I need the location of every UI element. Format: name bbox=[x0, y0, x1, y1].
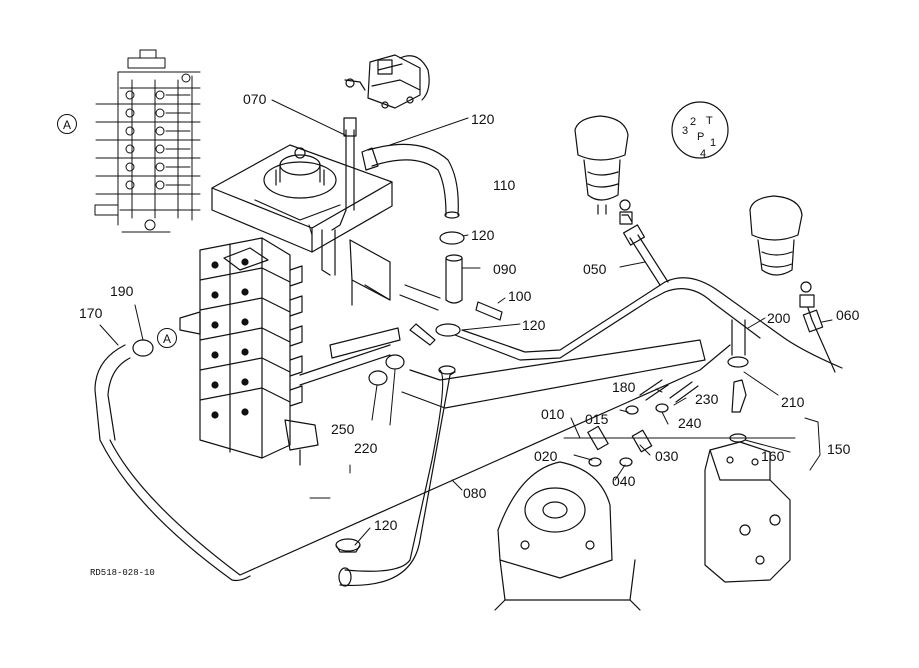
plug-100 bbox=[476, 302, 502, 320]
label-015: 015 bbox=[585, 411, 609, 427]
hose-main bbox=[400, 278, 842, 368]
label-070: 070 bbox=[243, 91, 267, 107]
label-030: 030 bbox=[655, 448, 679, 464]
marker-a-mid: A bbox=[157, 328, 177, 348]
label-190: 190 bbox=[110, 283, 134, 299]
label-210: 210 bbox=[781, 394, 805, 410]
label-100: 100 bbox=[508, 288, 532, 304]
swivel-joint bbox=[705, 380, 790, 582]
hydraulic-pump bbox=[495, 462, 640, 610]
label-240: 240 bbox=[678, 415, 702, 431]
label-050: 050 bbox=[583, 261, 607, 277]
hose-080 bbox=[339, 340, 705, 586]
solenoid-valve bbox=[345, 55, 429, 108]
label-090: 090 bbox=[493, 261, 517, 277]
label-160: 160 bbox=[761, 448, 785, 464]
label-180: 180 bbox=[612, 379, 636, 395]
label-120-a: 120 bbox=[471, 111, 495, 127]
label-060: 060 bbox=[836, 307, 860, 323]
hose-110 bbox=[362, 144, 459, 218]
port-3: 3 bbox=[682, 125, 689, 137]
label-120-d: 120 bbox=[374, 517, 398, 533]
label-110: 110 bbox=[493, 177, 516, 193]
label-080: 080 bbox=[463, 485, 487, 501]
label-120-b: 120 bbox=[471, 227, 495, 243]
schematic-inset bbox=[95, 50, 200, 232]
marker-a-top: A bbox=[57, 114, 77, 134]
label-170: 170 bbox=[79, 305, 103, 321]
label-020: 020 bbox=[534, 448, 558, 464]
pilot-valve-left bbox=[575, 116, 632, 224]
label-220: 220 bbox=[354, 440, 378, 456]
clamp-120-top bbox=[440, 232, 464, 244]
port-t: T bbox=[706, 115, 713, 127]
label-040: 040 bbox=[612, 473, 636, 489]
manifold-plate bbox=[212, 145, 400, 385]
fittings-180-230 bbox=[640, 380, 698, 402]
clamps-250-220 bbox=[369, 355, 404, 385]
clamp-190 bbox=[133, 340, 153, 356]
port-1: 1 bbox=[710, 137, 717, 149]
label-200: 200 bbox=[767, 310, 791, 326]
dash-marks bbox=[309, 225, 350, 498]
control-valve-stack bbox=[180, 238, 318, 465]
pilot-valve-right bbox=[750, 196, 835, 372]
label-150: 150 bbox=[827, 441, 851, 457]
port-2: 2 bbox=[690, 116, 697, 128]
port-4: 4 bbox=[700, 148, 707, 160]
hose-050 bbox=[624, 225, 668, 285]
port-diagram bbox=[672, 102, 728, 158]
leader-lines bbox=[100, 100, 832, 545]
clamp-120-bottom bbox=[336, 539, 360, 552]
fitting-200 bbox=[728, 320, 748, 367]
label-230: 230 bbox=[695, 391, 719, 407]
pipe-090 bbox=[446, 255, 462, 303]
hose-170 bbox=[95, 345, 730, 581]
drawing-code: RD518-028-10 bbox=[90, 568, 155, 578]
label-010: 010 bbox=[541, 406, 565, 422]
port-p: P bbox=[697, 131, 705, 143]
label-120-c: 120 bbox=[522, 317, 546, 333]
hose-070 bbox=[332, 118, 356, 230]
label-250: 250 bbox=[331, 421, 355, 437]
